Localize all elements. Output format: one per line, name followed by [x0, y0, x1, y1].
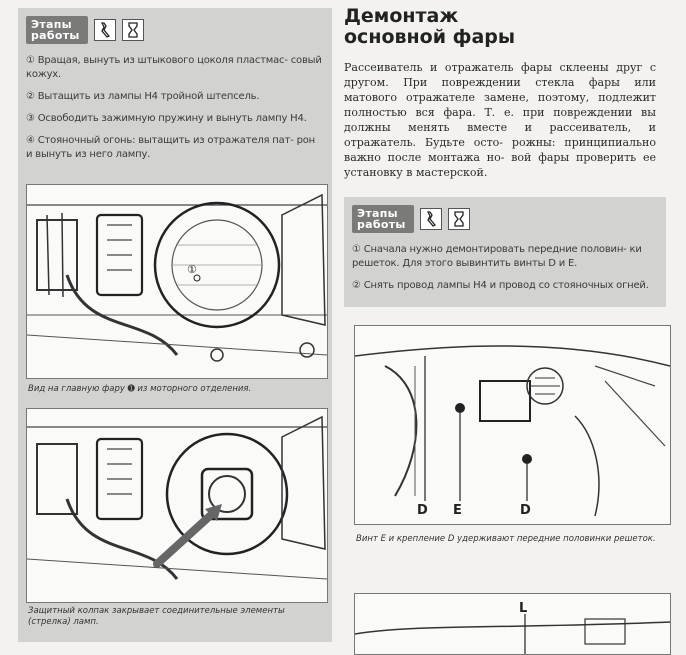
lamp-cover-drawing: [27, 409, 327, 602]
step-3: ③ Освободить зажимную пружину и вынуть л…: [26, 113, 307, 124]
label-l: L: [519, 601, 527, 616]
figure-caption-right: Винт E и крепление D удерживают передние…: [356, 534, 656, 544]
left-work-steps-panel: Этапы работы ① Вращая, вынуть из штыково…: [18, 8, 332, 642]
intro-paragraph: Рассеиватель и отражатель фары склеены д…: [344, 61, 656, 179]
bottom-drawing: L: [355, 594, 670, 654]
figure-bottom-partial: L: [354, 593, 671, 655]
wrench-icon: [420, 208, 442, 230]
lamp-icon: [122, 19, 144, 41]
page-title: Демонтаж основной фары: [344, 5, 516, 48]
steps-tag-2: Этапы работы: [352, 205, 414, 233]
steps-header: Этапы работы: [18, 8, 332, 44]
figure-lamp-cover: [26, 408, 328, 603]
steps-list-2: ① Сначала нужно демонтировать передние п…: [352, 243, 658, 293]
steps-list: ① Вращая, вынуть из штыкового цоколя пла…: [26, 54, 324, 162]
grille-drawing: D E D: [355, 326, 670, 524]
label-d1: D: [417, 503, 428, 518]
figure-headlight-view: ①: [26, 184, 328, 379]
step-r2: ② Снять провод лампы Н4 и провод со стоя…: [352, 280, 649, 291]
figure1-caption: Вид на главную фару ➊ из моторного отдел…: [28, 384, 252, 394]
figure1-marker: ①: [187, 263, 197, 276]
steps-tag: Этапы работы: [26, 16, 88, 44]
right-column: Демонтаж основной фары Рассеиватель и от…: [344, 0, 674, 655]
figure2-caption: Защитный колпак закрывает соединительные…: [28, 606, 285, 627]
step-4: ④ Стояночный огонь: вытащить из отражате…: [26, 135, 315, 160]
headlight-drawing: ①: [27, 185, 327, 378]
label-d2: D: [520, 503, 531, 518]
step-1: ① Вращая, вынуть из штыкового цоколя пла…: [26, 55, 322, 80]
figure-grille-screws: D E D: [354, 325, 671, 525]
label-e: E: [453, 503, 462, 518]
arrow-icon: [153, 510, 216, 568]
right-work-steps-panel: Этапы работы ① Сначала нужно демонтирова…: [344, 197, 666, 307]
wrench-icon: [94, 19, 116, 41]
steps-header-2: Этапы работы: [344, 197, 666, 233]
step-r1: ① Сначала нужно демонтировать передние п…: [352, 244, 642, 269]
step-2: ② Вытащить из лампы Н4 тройной штепсель.: [26, 91, 260, 102]
lamp-icon: [448, 208, 470, 230]
